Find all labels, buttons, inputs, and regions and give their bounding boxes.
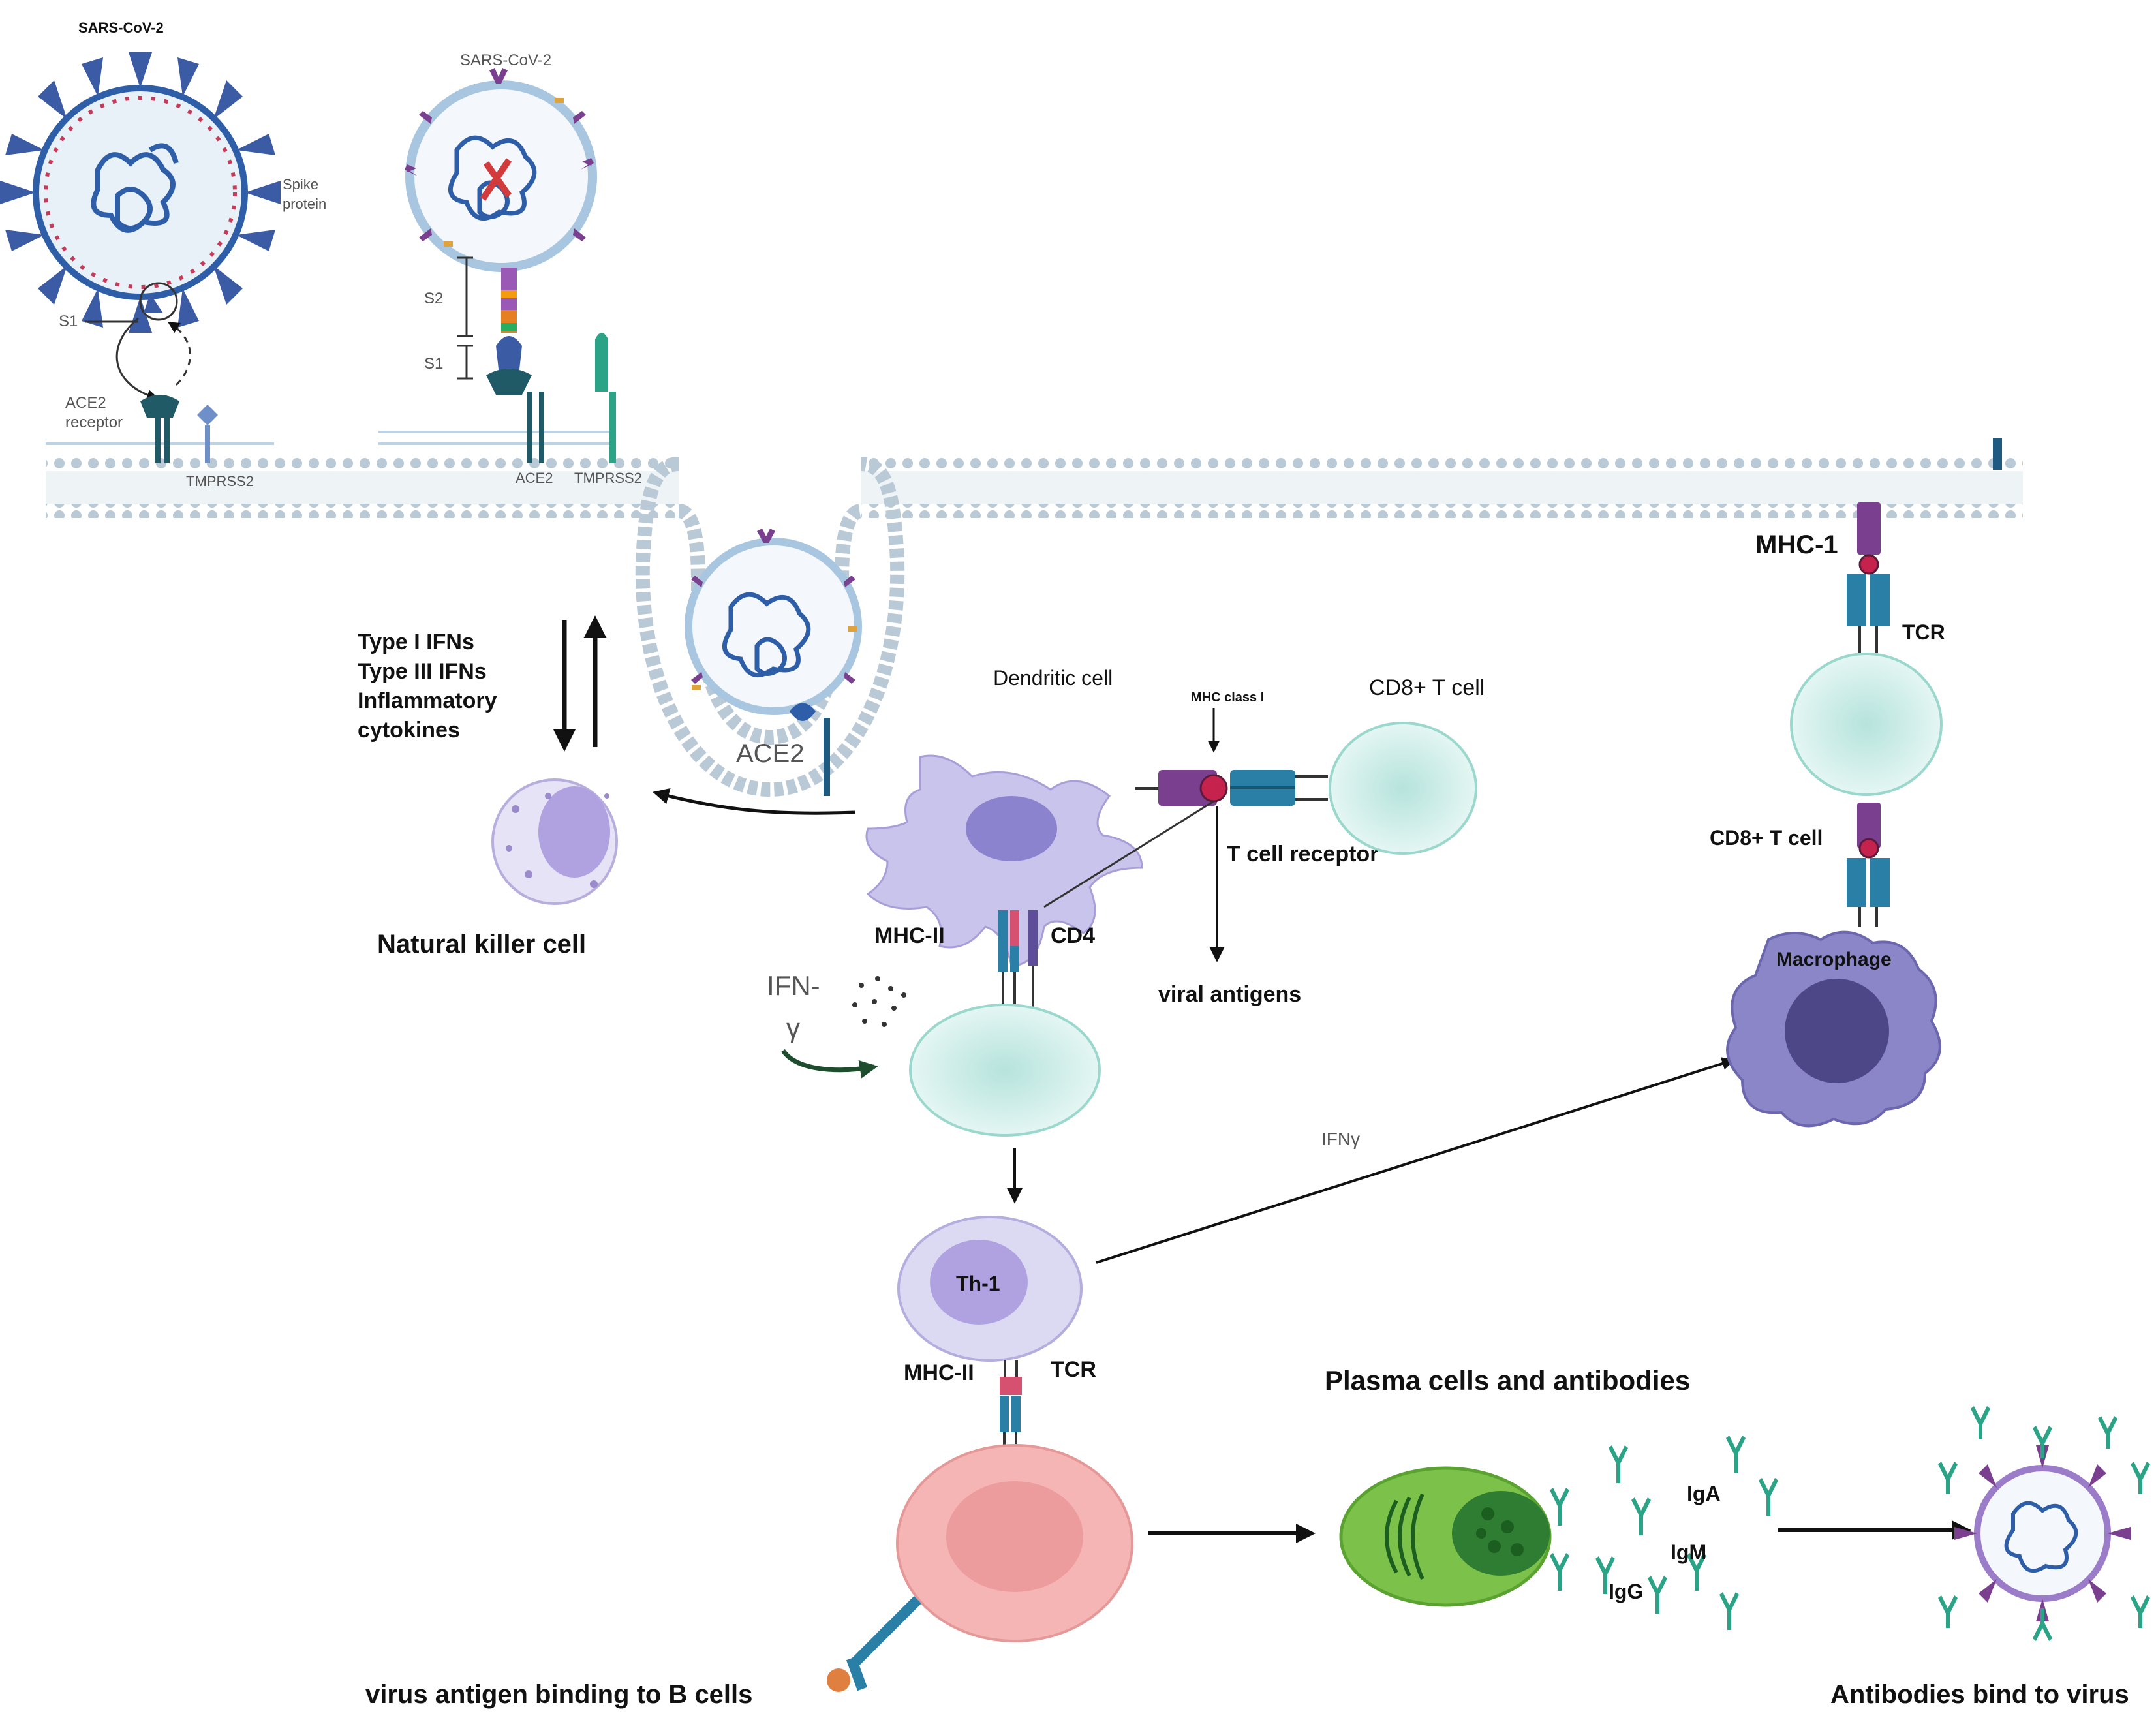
right-cd8-pathway: MHC-1 TCR CD8+ T cell	[1710, 502, 1945, 927]
endosome-virus: ACE2	[685, 529, 862, 796]
cell-membrane	[46, 431, 2023, 797]
cd4-t-cell	[909, 1004, 1101, 1204]
antibody-bound-virus: Antibodies bind to virus	[1830, 1406, 2150, 1709]
macrophage: Macrophage	[1726, 930, 1941, 1128]
middle-virus-title: SARS-CoV-2	[460, 52, 551, 69]
plasma-title: Plasma cells and antibodies	[1325, 1365, 1690, 1396]
dc-to-nk-arrow	[653, 788, 855, 815]
ifn-gamma-arrow-label: IFNγ	[1321, 1129, 1360, 1149]
right-mhc1-label: MHC-1	[1755, 530, 1838, 559]
endosome-ace2-label: ACE2	[736, 739, 805, 768]
sars-cov-2-virus-left: SARS-CoV-2 Spike protein S1 ACE2 recepto…	[0, 20, 326, 489]
ifn-gamma-source: IFN- γ	[767, 970, 906, 1079]
right-cd8-label: CD8+ T cell	[1710, 826, 1823, 850]
left-virus-title: SARS-CoV-2	[78, 20, 164, 36]
left-s1-label: S1	[59, 313, 78, 330]
left-ace2-label-line2: receptor	[65, 414, 123, 431]
final-label: Antibodies bind to virus	[1830, 1680, 2129, 1709]
ifn-item-4: cytokines	[358, 718, 460, 743]
dendritic-cell: Dendritic cell MHC-II CD4	[865, 666, 1143, 1008]
iga-label: IgA	[1687, 1482, 1721, 1505]
ifn-gamma-line1: IFN-	[767, 970, 820, 1001]
mhc-class-i-complex: MHC class I T cell receptor viral antige…	[1043, 675, 1485, 1007]
dendritic-cd4-label: CD4	[1051, 923, 1095, 948]
middle-s2-label: S2	[424, 290, 443, 307]
t-cell-receptor-label: T cell receptor	[1227, 842, 1378, 867]
th1-label: Th-1	[956, 1272, 1000, 1295]
right-tcr-top-label: TCR	[1902, 621, 1945, 644]
th1-to-macrophage-arrow	[1096, 1057, 1735, 1264]
dendritic-cell-label: Dendritic cell	[993, 666, 1113, 690]
dendritic-mhc2-label: MHC-II	[874, 923, 945, 948]
sars-cov-2-virus-middle: SARS-CoV-2 S2 S1 ACE2 TMPRSS2	[405, 52, 642, 486]
middle-tmprss2-label: TMPRSS2	[574, 470, 642, 486]
igm-label: IgM	[1671, 1541, 1706, 1564]
left-ace2-label-line1: ACE2	[65, 394, 106, 412]
ifn-gamma-line2: γ	[786, 1013, 800, 1043]
middle-cd8-label: CD8+ T cell	[1369, 675, 1485, 700]
th1-tcr-label: TCR	[1051, 1357, 1096, 1382]
ifn-item-2: Type III IFNs	[358, 659, 487, 684]
macrophage-label: Macrophage	[1776, 949, 1892, 970]
nk-cell-label: Natural killer cell	[377, 930, 586, 959]
middle-ace2-label: ACE2	[516, 470, 553, 486]
ifn-item-1: Type I IFNs	[358, 630, 474, 654]
middle-s1-label: S1	[424, 355, 443, 373]
b-cell: virus antigen binding to B cells	[365, 1444, 1133, 1709]
plasma-cell: Plasma cells and antibodies IgA IgM IgG	[1325, 1365, 1778, 1630]
left-tmprss2-label: TMPRSS2	[186, 473, 254, 489]
ifn-list: Type I IFNs Type III IFNs Inflammatory c…	[358, 615, 607, 752]
igg-label: IgG	[1609, 1580, 1643, 1603]
ifn-item-3: Inflammatory	[358, 688, 497, 713]
viral-antigens-label: viral antigens	[1158, 982, 1301, 1007]
spike-label-line2: protein	[283, 196, 326, 212]
b-cell-label: virus antigen binding to B cells	[365, 1680, 752, 1709]
mhc-class-i-label: MHC class I	[1191, 690, 1264, 705]
natural-killer-cell: Natural killer cell	[377, 778, 618, 959]
th1-cell: Th-1 MHC-II TCR	[897, 1216, 1096, 1449]
th1-mhc2-label: MHC-II	[904, 1360, 974, 1385]
spike-label-line1: Spike	[283, 176, 318, 192]
